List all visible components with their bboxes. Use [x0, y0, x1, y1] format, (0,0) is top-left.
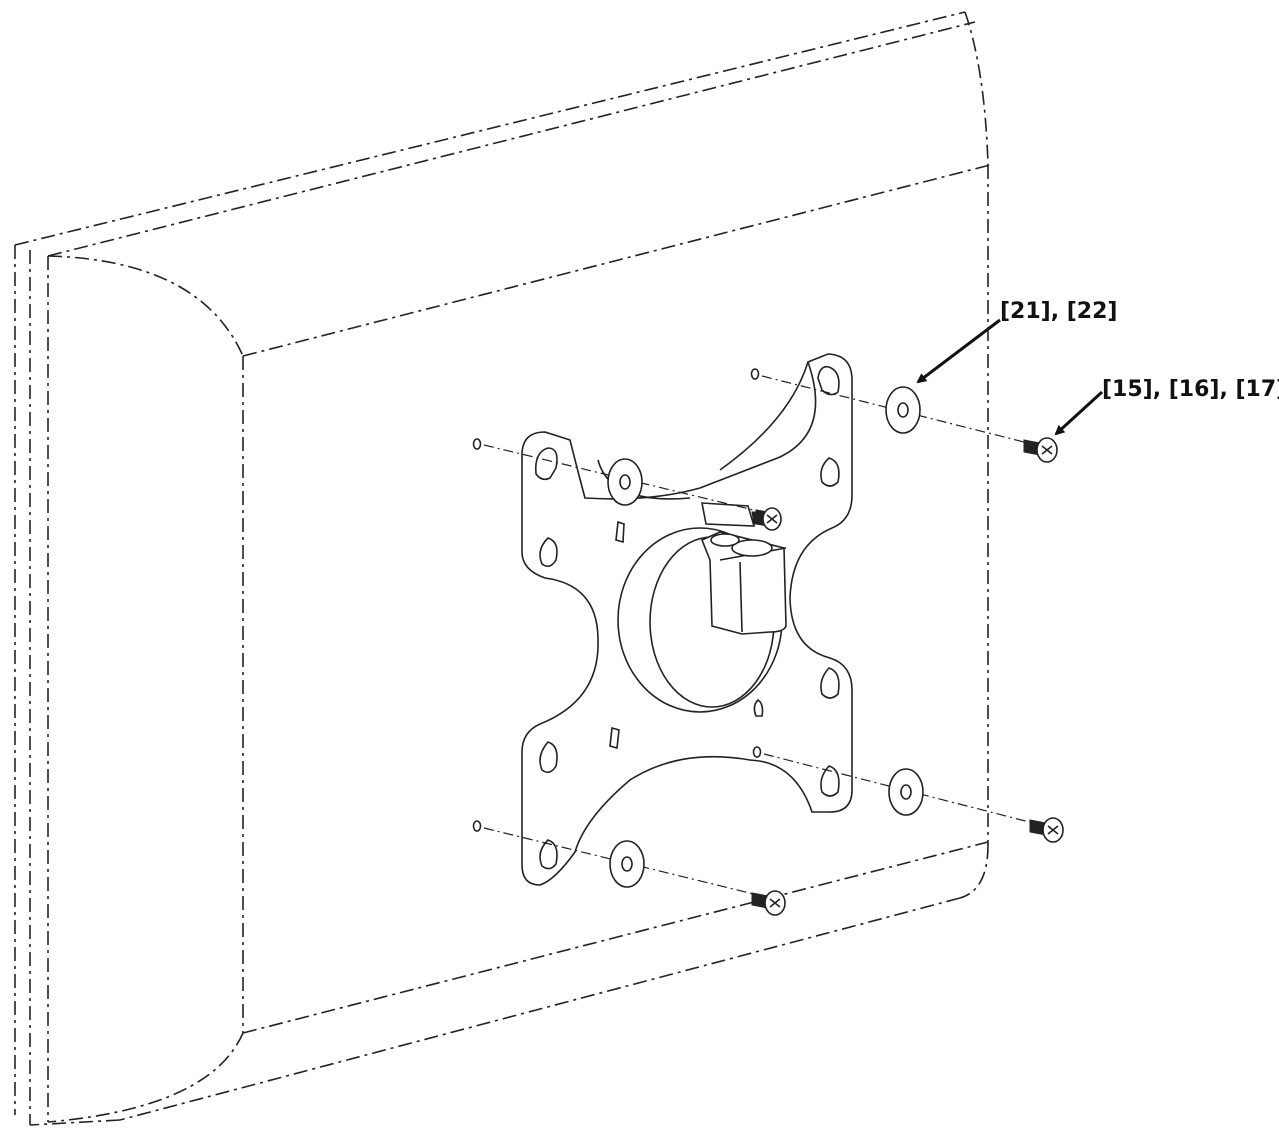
callout-screw: [15], [16], [17] [1054, 377, 1279, 436]
hole-bottom-left [472, 820, 482, 832]
washer-top-right [885, 386, 921, 434]
hole-top-right [750, 368, 760, 380]
screw-top-right [1023, 437, 1058, 463]
washers [607, 386, 924, 888]
callout-label-washer: [21], [22] [1000, 299, 1117, 324]
monitor-holes [472, 368, 762, 832]
screw-bottom-left [751, 890, 786, 916]
hole-bottom-right [752, 746, 762, 758]
swivel-hub [617, 502, 787, 713]
washer-top-left [607, 458, 643, 506]
leader-arrow-screw [1054, 390, 1104, 436]
screw-bottom-right [1029, 817, 1064, 843]
callout-washer: [21], [22] [916, 299, 1117, 384]
washer-bottom-right [888, 768, 924, 816]
keyhole-slots [534, 365, 840, 870]
callout-label-screw: [15], [16], [17] [1102, 377, 1279, 402]
monitor-outline [14, 11, 991, 1126]
screw-center [755, 507, 782, 531]
screws [751, 437, 1064, 916]
leader-arrow-washer [916, 318, 1001, 384]
hole-top-left [472, 438, 482, 450]
washer-bottom-left [609, 840, 645, 888]
